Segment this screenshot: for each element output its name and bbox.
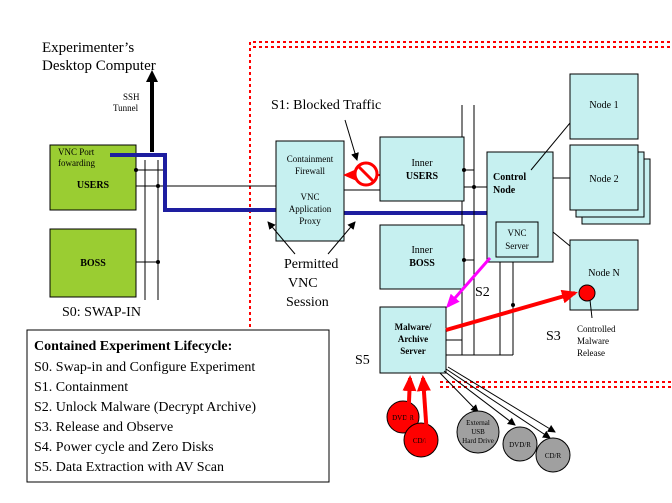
node1-label: Node 1 [589, 100, 618, 111]
lifecycle-item-s5: S5. Data Extraction with AV Scan [34, 460, 224, 475]
cd-r-red-label: CD/R [413, 437, 430, 445]
firewall-line1: Containment [287, 154, 334, 164]
usb-line2: USB [471, 428, 485, 436]
lifecycle-box [26, 329, 330, 483]
release-line2: Malware [577, 336, 609, 346]
users-label: USERS [77, 180, 110, 191]
cd-r-gray-disk[interactable] [535, 437, 571, 473]
blocked-icon [353, 161, 379, 187]
malware-server-line3: Server [400, 346, 425, 356]
firewall-line5: Proxy [299, 216, 321, 226]
blocked-traffic-label: S1: Blocked Traffic [271, 98, 381, 113]
title-line1: Experimenter’s [42, 40, 134, 56]
node1-box[interactable] [569, 73, 639, 140]
s2-label: S2 [475, 285, 490, 300]
boss-label: BOSS [80, 258, 106, 269]
release-arrow [445, 289, 578, 332]
node2-box[interactable] [569, 144, 639, 211]
inner-boss-box[interactable] [379, 224, 465, 290]
users-vnc-line2: fowarding [58, 158, 95, 168]
lifecycle-item-s0: S0. Swap-in and Configure Experiment [34, 360, 255, 375]
inner-users-line2: USERS [406, 171, 439, 182]
inner-boss-line2: BOSS [409, 258, 435, 269]
controlled-release-dot [578, 284, 596, 302]
malware-server-line1: Malware/ [395, 322, 432, 332]
dvd-r-gray-label: DVD/R [509, 441, 531, 449]
firewall-line3: VNC [300, 192, 319, 202]
vnc-server-line1: VNC [507, 228, 526, 238]
control-node-line1: Control [493, 172, 526, 183]
firewall-line2: Firewall [295, 166, 325, 176]
unlock-arrow [446, 257, 492, 309]
users-vnc-line1: VNC Port [58, 147, 95, 157]
usb-line1: External [466, 419, 490, 427]
boss-box[interactable] [49, 228, 137, 298]
ssh-label-line2: Tunnel [113, 103, 139, 113]
dvd-r-gray-disk[interactable] [502, 426, 538, 462]
permitted-line2: VNC [288, 276, 318, 291]
malware-server-box[interactable] [379, 306, 447, 374]
release-line3: Release [577, 348, 605, 358]
dvd-r-red-disk[interactable] [386, 400, 420, 434]
inner-users-box[interactable] [379, 136, 465, 202]
vnc-server-box[interactable] [495, 221, 539, 258]
usb-line3: Hard Drive [462, 437, 494, 445]
lifecycle-item-s2: S2. Unlock Malware (Decrypt Archive) [34, 400, 256, 415]
permitted-line1: Permitted [284, 257, 338, 272]
lifecycle-item-s4: S4. Power cycle and Zero Disks [34, 440, 214, 455]
cd-r-gray-label: CD/R [545, 452, 562, 460]
inner-boss-line1: Inner [411, 245, 433, 256]
malware-server-line2: Archive [398, 334, 428, 344]
inner-users-line1: Inner [411, 158, 433, 169]
s5-label: S5 [355, 353, 370, 368]
firewall-line4: Application [289, 204, 332, 214]
title-line2: Desktop Computer [42, 58, 156, 74]
nodeN-label: Node N [588, 268, 619, 279]
node2-label: Node 2 [589, 174, 618, 185]
containment-firewall-box[interactable] [275, 140, 345, 242]
swap-in-label: S0: SWAP-IN [62, 305, 141, 320]
s3-label: S3 [546, 329, 561, 344]
usb-hard-drive[interactable] [456, 410, 500, 454]
lifecycle-heading: Contained Experiment Lifecycle: [34, 339, 232, 354]
control-node-line2: Node [493, 185, 516, 196]
lifecycle-item-s1: S1. Containment [34, 380, 128, 395]
lifecycle-item-s3: S3. Release and Observe [34, 420, 173, 435]
release-line1: Controlled [577, 324, 616, 334]
permitted-line3: Session [286, 295, 329, 310]
dvd-r-red-label: DVD/R [392, 414, 414, 422]
ssh-label-line1: SSH [123, 92, 140, 102]
vnc-server-line2: Server [505, 241, 529, 251]
